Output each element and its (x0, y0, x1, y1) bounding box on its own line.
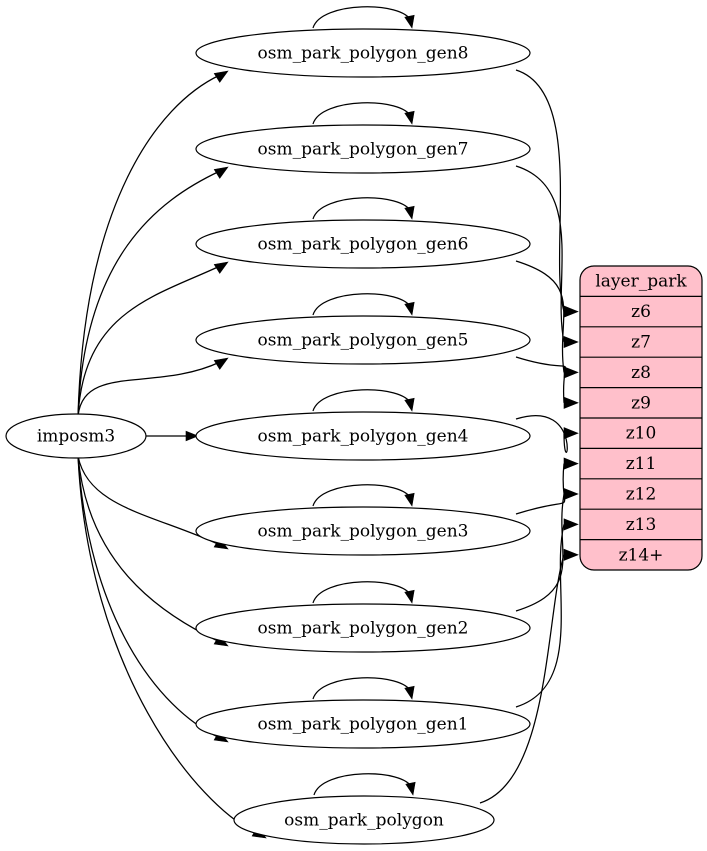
node-label-osm_park_polygon_gen7: osm_park_polygon_gen7 (258, 140, 469, 160)
edge-node-to-table-row (515, 463, 566, 515)
arrow-head (404, 589, 415, 604)
arrow-head (563, 366, 579, 379)
layer-park-table: layer_park z6 z7 z8 z9 z10 z11 z12 z13 z14+ (579, 265, 703, 571)
self-loop-edge (312, 6, 412, 29)
edge-source-to-node (77, 455, 221, 643)
edge-node-to-table-row (515, 356, 567, 403)
self-loop-edge (312, 197, 412, 220)
self-loop-edge (312, 389, 412, 412)
node-ellipse[interactable] (233, 795, 495, 845)
arrow-head (404, 110, 415, 125)
node-label-osm_park_polygon_gen6: osm_park_polygon_gen6 (258, 235, 469, 255)
table-row-z12[interactable]: z12 (626, 485, 657, 505)
edge-source-to-node (77, 74, 221, 417)
table-row-z8[interactable]: z8 (631, 363, 651, 383)
node-ellipse[interactable] (195, 603, 531, 653)
table-row-z13[interactable]: z13 (626, 515, 657, 535)
edge-source-to-node (77, 265, 221, 417)
edge-node-to-table-row (515, 165, 565, 343)
table-row-z7[interactable]: z7 (631, 333, 651, 353)
edge-source-to-node (77, 455, 259, 835)
self-loop-edge (312, 484, 412, 507)
node-label-osm_park_polygon_gen5: osm_park_polygon_gen5 (258, 331, 469, 351)
arrow-head (563, 427, 579, 440)
arrow-head (404, 14, 415, 29)
node-label-osm_park_polygon: osm_park_polygon (284, 811, 444, 831)
table-row-z6[interactable]: z6 (631, 302, 651, 322)
arrow-head (563, 548, 579, 561)
arrow-head (213, 261, 229, 274)
edge-source-to-node (77, 455, 221, 546)
node-label-osm_park_polygon_gen8: osm_park_polygon_gen8 (258, 44, 469, 64)
node-label-osm_park_polygon_gen4: osm_park_polygon_gen4 (258, 427, 469, 447)
node-label-osm_park_polygon_gen2: osm_park_polygon_gen2 (258, 619, 469, 639)
self-loop-edge (312, 293, 412, 316)
edge-node-to-table-row (479, 554, 565, 804)
node-ellipse[interactable] (195, 219, 531, 269)
edge-source-to-node (77, 361, 221, 417)
edge-node-to-table-row (515, 493, 565, 612)
arrow-head (404, 301, 415, 316)
self-loop-edge (312, 677, 412, 700)
edge-node-to-table-row (515, 69, 565, 312)
node-ellipse[interactable] (195, 411, 531, 461)
node-ellipse[interactable] (195, 28, 531, 78)
arrow-head (404, 397, 415, 412)
edge-node-to-table-row (515, 260, 565, 373)
table-row-z9[interactable]: z9 (631, 393, 651, 413)
node-ellipse[interactable] (195, 506, 531, 556)
arrow-head (213, 357, 229, 370)
node-label-osm_park_polygon_gen1: osm_park_polygon_gen1 (258, 715, 469, 735)
arrow-head (404, 492, 415, 507)
self-loop-edge (313, 773, 413, 796)
node-label-osm_park_polygon_gen3: osm_park_polygon_gen3 (258, 522, 469, 542)
self-loop-edges (312, 6, 416, 796)
source-node-ellipse[interactable] (5, 413, 147, 459)
arrow-head (563, 518, 579, 531)
source-node-label: imposm3 (37, 427, 115, 447)
edge-node-to-table-row (515, 415, 568, 453)
arrow-head (213, 166, 229, 179)
edge-source-to-node (77, 170, 221, 417)
arrow-head (405, 781, 416, 796)
node-ellipse[interactable] (195, 124, 531, 174)
table-header-label: layer_park (595, 272, 687, 292)
edges-to-table (479, 69, 579, 804)
self-loop-edge (312, 102, 412, 125)
arrow-head (213, 70, 229, 83)
edge-source-to-node (77, 455, 221, 739)
arrow-head (185, 430, 199, 442)
table-row-z14+[interactable]: z14+ (619, 545, 664, 565)
arrow-head (563, 487, 579, 501)
arrow-head (563, 305, 579, 318)
node-ellipse[interactable] (195, 315, 531, 365)
arrow-head (404, 685, 415, 700)
arrow-head (563, 396, 579, 409)
arrow-head (563, 457, 579, 470)
node-ellipse[interactable] (195, 699, 531, 749)
arrow-head (563, 335, 579, 349)
edge-node-to-table-row (515, 524, 565, 708)
edges-from-source (77, 70, 267, 839)
node-ellipses: osm_park_polygon_gen8 osm_park_polygon_ge… (5, 28, 531, 845)
arrow-head (404, 205, 415, 220)
table-row-z10[interactable]: z10 (626, 424, 657, 444)
self-loop-edge (312, 581, 412, 604)
table-row-z11[interactable]: z11 (626, 454, 657, 474)
